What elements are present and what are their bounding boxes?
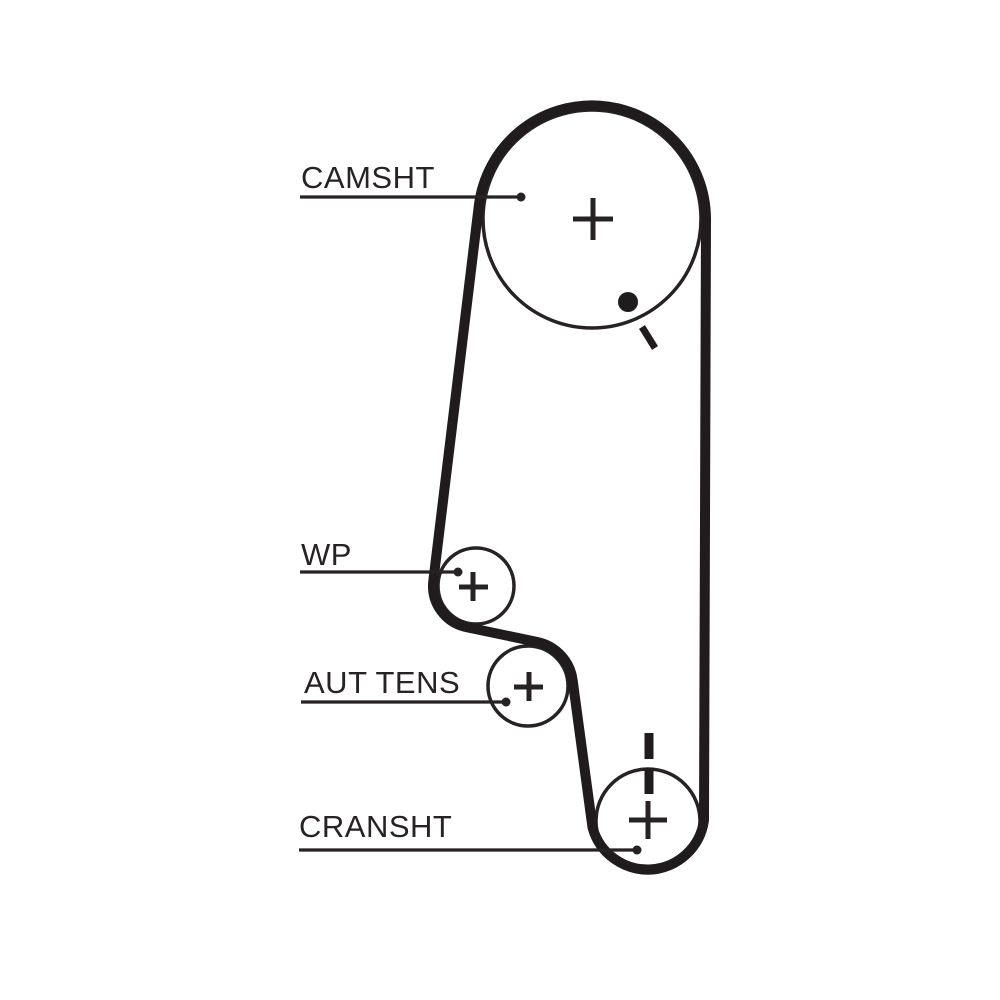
camshaft-leader-dot [516, 192, 526, 202]
center-cross-marks [459, 198, 667, 839]
tensioner-label: AUT TENS [304, 665, 460, 700]
crankshaft-label: CRANSHT [299, 809, 452, 844]
water-pump-leader-dot [453, 567, 463, 577]
camshaft-timing-tick [639, 325, 658, 350]
tensioner-pulley-circle [486, 644, 570, 728]
crankshaft-leader-dot [632, 845, 642, 855]
leader-lines [299, 195, 637, 852]
water-pump-label: WP [301, 537, 352, 572]
crankshaft-center-cross [629, 801, 667, 839]
camshaft-timing-dot [618, 292, 638, 312]
water-pump-pulley-circle [436, 546, 516, 626]
leader-end-dots [453, 192, 642, 855]
camshaft-center-cross [573, 198, 613, 240]
camshaft-label: CAMSHT [301, 160, 435, 195]
timing-belt-path [428, 100, 711, 875]
tensioner-center-cross [514, 672, 543, 701]
tensioner-leader-dot [501, 697, 511, 707]
water-pump-center-cross [459, 572, 488, 601]
